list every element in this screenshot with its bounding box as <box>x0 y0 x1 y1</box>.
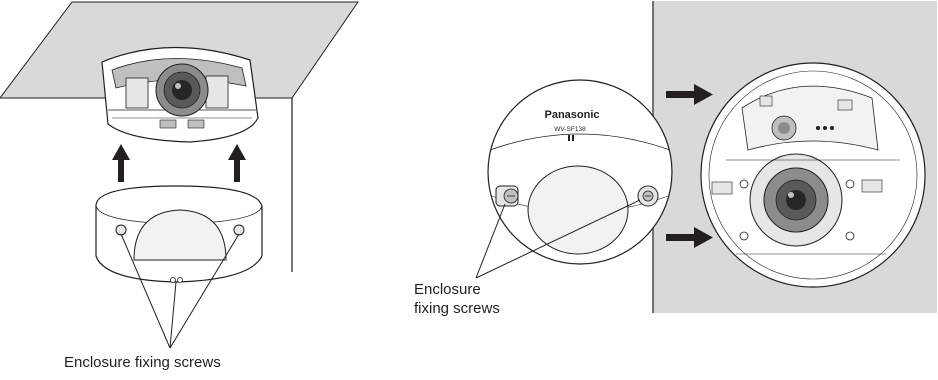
screw-bottom-b <box>178 278 183 283</box>
camera-base <box>102 47 258 142</box>
screw-left <box>116 225 126 235</box>
label-line-1: Enclosure <box>414 280 500 299</box>
screw-bottom-a <box>171 278 176 283</box>
brand-logo: Panasonic <box>544 109 599 121</box>
model-label: WV-SF138 <box>554 126 586 133</box>
screw-left-boss <box>496 186 518 206</box>
screw-right <box>234 225 244 235</box>
enclosure-fixing-screws-label-right: Enclosure fixing screws <box>414 280 500 318</box>
left-figure <box>0 2 358 348</box>
camera-body-wall <box>701 63 925 287</box>
up-arrow-icon <box>228 144 246 182</box>
enclosure-front: Panasonic WV-SF138 <box>488 80 672 264</box>
label-line-2: fixing screws <box>414 299 500 318</box>
screw-right-boss <box>638 186 658 206</box>
right-figure: Panasonic WV-SF138 <box>476 1 937 313</box>
up-arrow-icon <box>112 144 130 182</box>
enclosure-fixing-screws-label-left: Enclosure fixing screws <box>64 353 221 372</box>
